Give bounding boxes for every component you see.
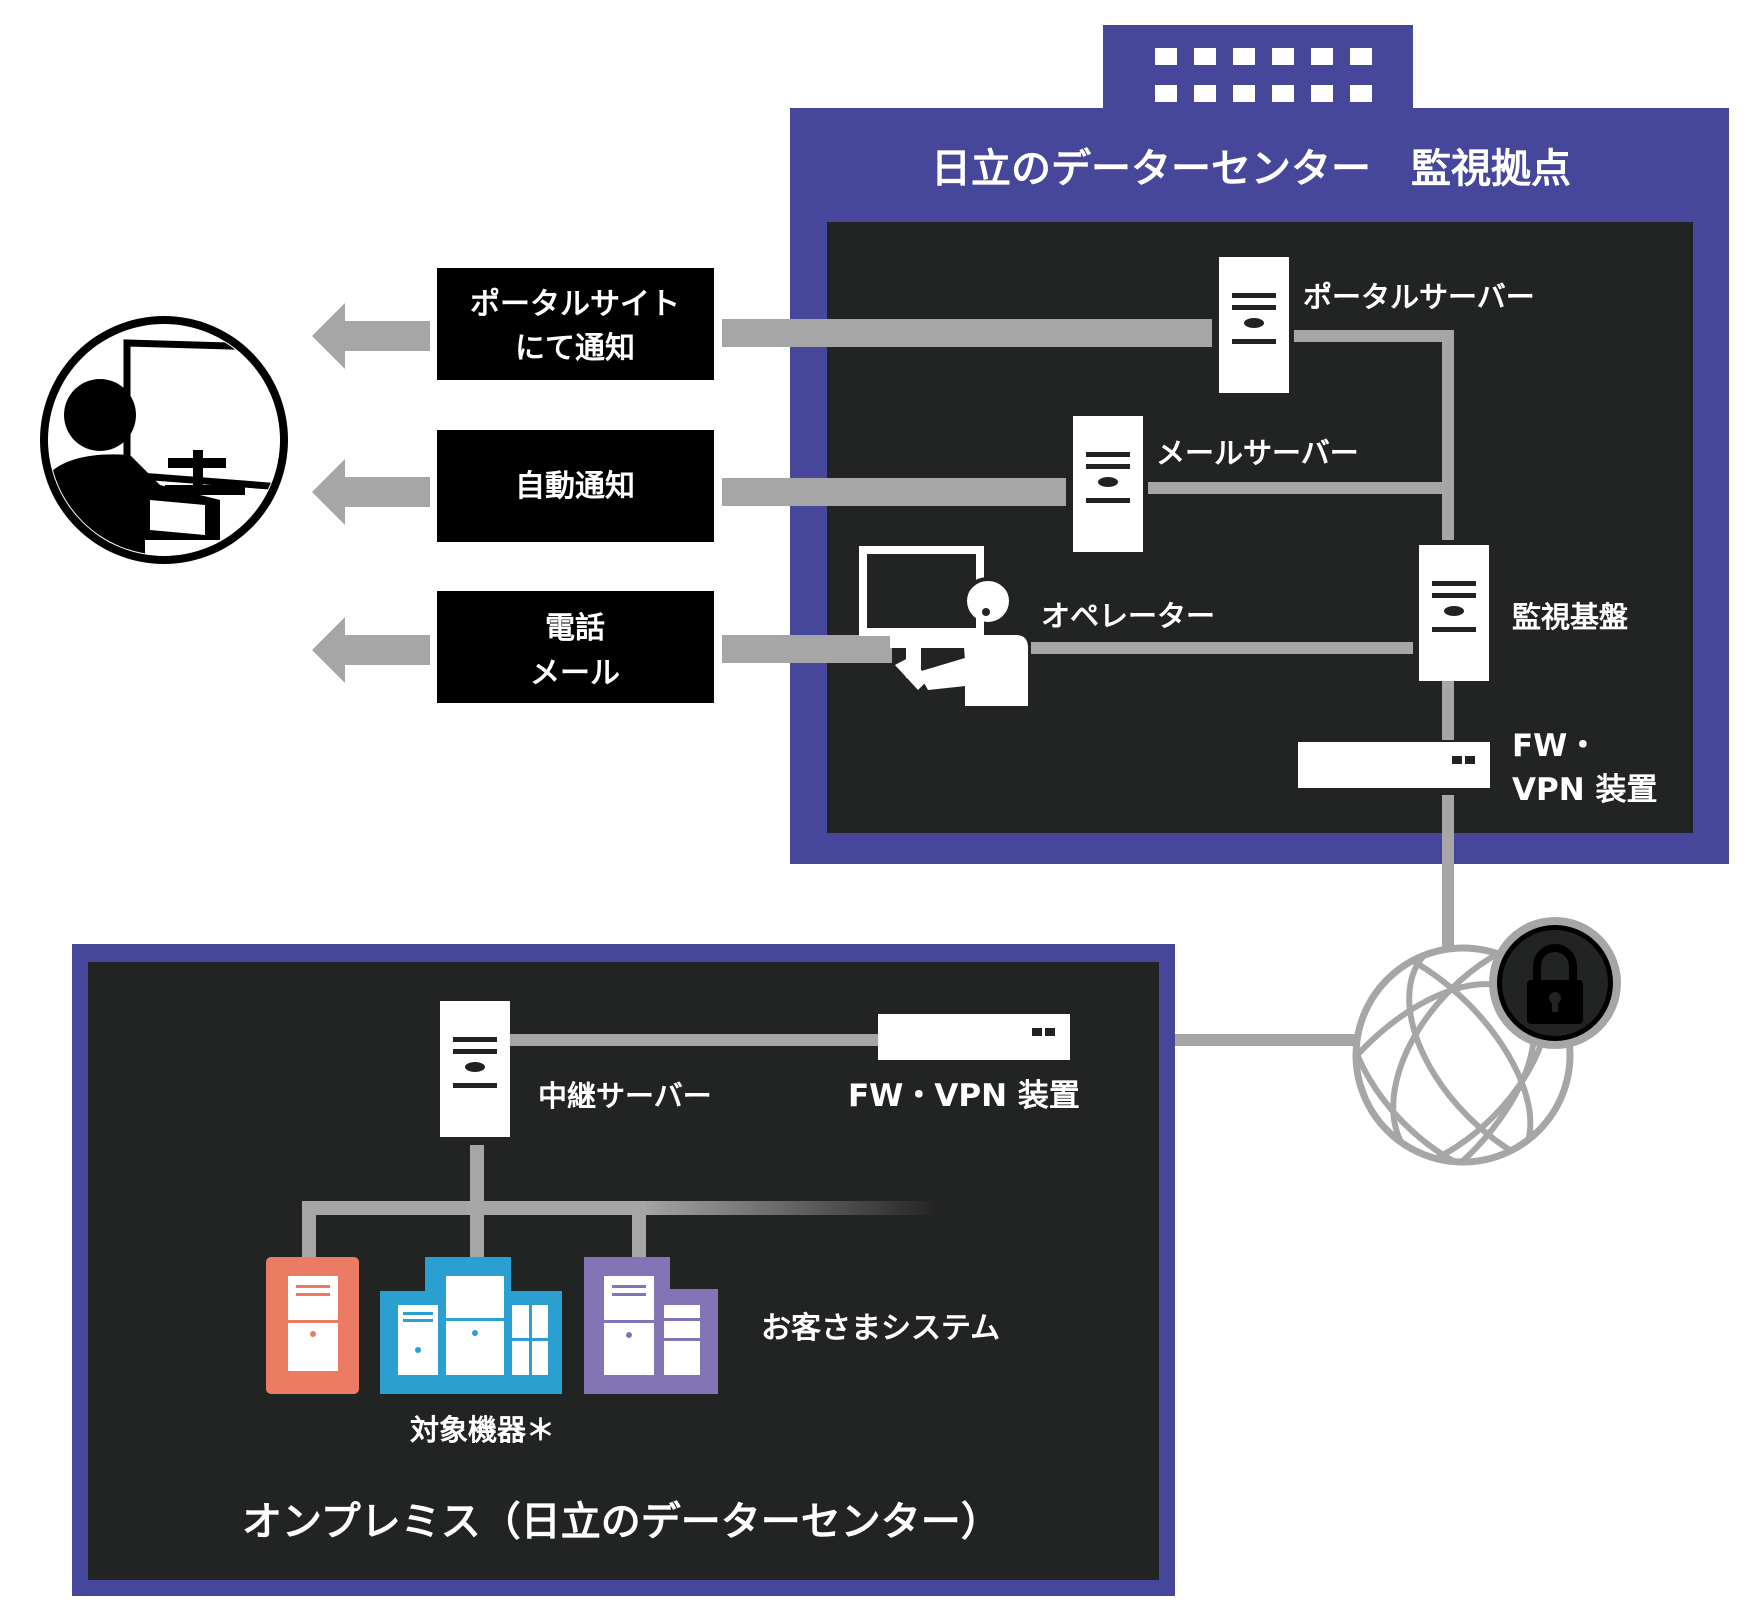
monitoring-platform-server-icon — [1419, 545, 1489, 681]
onprem-fw-vpn-appliance-icon — [878, 1014, 1070, 1060]
notification-portal: ポータルサイト にて通知 — [437, 268, 714, 380]
datacenter-title: 日立のデーターセンター 監視拠点 — [931, 146, 1571, 192]
datacenter-connections — [722, 319, 1454, 965]
fw-vpn-label-line2: VPN 装置 — [1512, 772, 1657, 808]
arrow-left-icon — [312, 303, 430, 369]
notification-phone-mail: 電話 メール — [437, 591, 714, 703]
onprem-area — [72, 944, 1175, 1596]
target-devices-label: 対象機器＊ — [410, 1413, 555, 1447]
notification-automatic-line1: 自動通知 — [515, 469, 635, 504]
notification-portal-line2: にて通知 — [515, 331, 635, 366]
device-coral-icon — [266, 1257, 359, 1394]
internet-globe-icon — [1352, 944, 1574, 1166]
relay-server-label: 中継サーバー — [538, 1079, 712, 1113]
onprem-fw-vpn-label: FW・VPN 装置 — [848, 1078, 1080, 1114]
onprem-title: オンプレミス（日立のデーターセンター） — [242, 1499, 1001, 1545]
building-roof — [1103, 25, 1413, 120]
fw-vpn-label-line1: FW・ — [1512, 728, 1598, 764]
customer-at-computer-icon — [34, 310, 294, 570]
notification-phone-line1: 電話 — [545, 611, 605, 646]
device-purple-icon — [584, 1257, 718, 1394]
onprem-connections — [302, 1034, 940, 1259]
portal-server-label: ポータルサーバー — [1303, 280, 1535, 314]
arrow-left-icon — [312, 617, 430, 683]
operator-label: オペレーター — [1041, 599, 1215, 633]
notification-portal-line1: ポータルサイト — [470, 287, 680, 322]
fw-vpn-appliance-icon — [1298, 742, 1490, 788]
operator-headset-icon — [859, 546, 1028, 706]
notification-phone-line2: メール — [530, 656, 620, 691]
customer-system-label: お客さまシステム — [761, 1311, 1000, 1346]
relay-server-icon — [440, 1001, 510, 1137]
device-blue-icon — [380, 1257, 562, 1394]
arrow-left-icon — [312, 459, 430, 525]
padlock-icon — [1489, 917, 1621, 1049]
portal-server-icon — [1219, 257, 1289, 393]
notification-arrows — [312, 303, 430, 683]
notification-automatic: 自動通知 — [437, 430, 714, 542]
mail-server-label: メールサーバー — [1156, 436, 1359, 470]
monitoring-platform-label: 監視基盤 — [1512, 600, 1629, 634]
mail-server-icon — [1073, 416, 1143, 552]
building-icon — [1155, 48, 1372, 102]
